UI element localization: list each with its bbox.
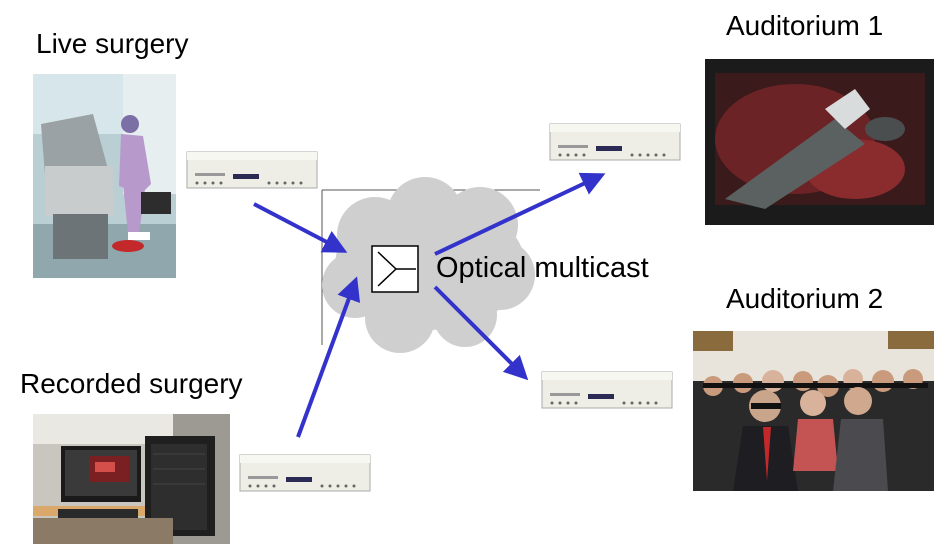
arrow-cloud-to-auditorium-2 (433, 285, 529, 381)
video-transport-device-recorded (238, 451, 372, 496)
label-live-surgery: Live surgery (36, 28, 189, 59)
recorded-surgery-photo (33, 414, 230, 544)
label-recorded-surgery: Recorded surgery (20, 368, 243, 399)
video-transport-device-live (185, 148, 319, 193)
live-surgery-photo (33, 74, 176, 278)
arrow-cloud-to-auditorium-1 (434, 172, 606, 256)
arrow-recorded-to-cloud (296, 276, 361, 438)
auditorium-2-photo (693, 331, 934, 491)
label-auditorium-1: Auditorium 1 (726, 10, 884, 41)
label-auditorium-2: Auditorium 2 (726, 283, 884, 314)
label-optical-multicast: Optical multicast (436, 252, 649, 284)
auditorium-1-photo (705, 59, 934, 225)
video-transport-device-auditorium-2 (540, 368, 674, 413)
multicast-switch-icon (371, 245, 419, 293)
arrow-live-to-cloud (253, 202, 348, 253)
video-transport-device-auditorium-1 (548, 120, 682, 165)
